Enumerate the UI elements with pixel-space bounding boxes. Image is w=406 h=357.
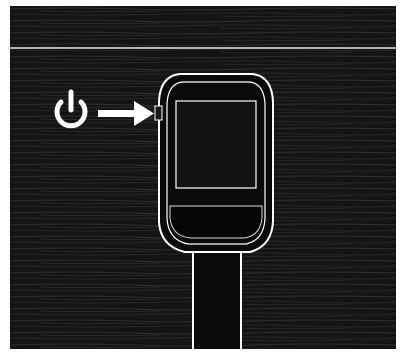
device-cable <box>193 249 241 349</box>
illustration-panel <box>10 6 396 349</box>
top-band <box>10 6 396 46</box>
device-screen <box>176 101 256 188</box>
power-button-illustration <box>10 6 396 349</box>
side-power-button <box>155 106 162 120</box>
device-lower-panel <box>170 206 262 238</box>
